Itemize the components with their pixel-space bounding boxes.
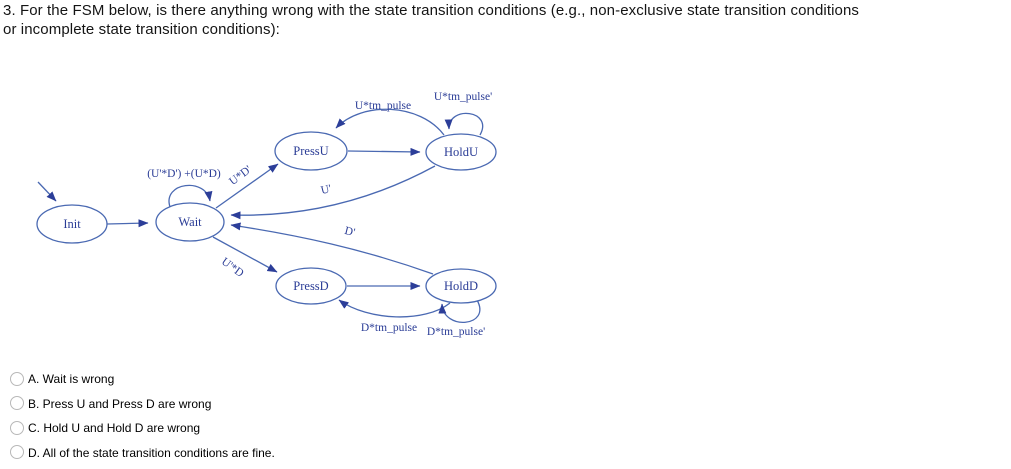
fsm-diagram-svg: Init Wait PressU HoldU PressD HoldD (U'*…: [36, 91, 497, 338]
radio-button-a[interactable]: [10, 371, 24, 386]
fsm-edge-holdu-to-pressu: [335, 108, 445, 136]
fsm-edge-label-holdd-to-wait: D': [343, 225, 356, 239]
fsm-edge-wait-to-pressd: [212, 236, 278, 273]
fsm-state-init-label: Init: [63, 217, 81, 231]
fsm-state-pressd-label: PressD: [293, 279, 328, 293]
radio-button-c[interactable]: [10, 420, 24, 435]
fsm-edge-wait-self-loop: [168, 184, 213, 208]
fsm-edge-wait-to-pressu: [215, 163, 279, 209]
answer-option-c[interactable]: C. Hold U and Hold D are wrong: [10, 420, 275, 435]
fsm-edge-holdu-to-wait: [230, 165, 436, 220]
question-line-1: 3. For the FSM below, is there anything …: [3, 2, 860, 19]
fsm-state-pressd: PressD: [275, 267, 347, 305]
fsm-state-pressu: PressU: [274, 131, 348, 171]
fsm-edge-label-holdu-to-wait: U': [320, 183, 333, 197]
option-label-a[interactable]: A. Wait is wrong: [28, 372, 115, 386]
fsm-state-init: Init: [36, 204, 108, 244]
fsm-edge-label-holdd-to-pressd: D*tm_pulse: [361, 322, 417, 334]
option-label-c[interactable]: C. Hold U and Hold D are wrong: [28, 421, 201, 435]
fsm-edge-init-to-wait: [106, 219, 149, 228]
fsm-edge-label-holdu-to-pressu: U*tm_pulse: [355, 100, 411, 112]
fsm-edge-holdu-self-loop: [444, 112, 484, 136]
fsm-state-pressu-label: PressU: [293, 144, 328, 158]
fsm-state-wait: Wait: [155, 202, 225, 242]
fsm-state-wait-label: Wait: [178, 215, 202, 229]
fsm-state-holdu: HoldU: [425, 133, 497, 171]
fsm-edge-label-holdd-self: D*tm_pulse': [427, 326, 485, 338]
fsm-edge-label-wait-to-pressd: U'*D: [219, 256, 246, 280]
answer-options: A. Wait is wrong B. Press U and Press D …: [10, 371, 275, 469]
answer-option-d[interactable]: D. All of the state transition condition…: [10, 445, 275, 460]
fsm-state-holdu-label: HoldU: [444, 145, 478, 159]
fsm-edge-label-wait-self: (U'*D') +(U*D): [147, 168, 221, 180]
fsm-diagram: Init Wait PressU HoldU PressD HoldD (U'*…: [25, 80, 515, 345]
answer-option-b[interactable]: B. Press U and Press D are wrong: [10, 396, 275, 411]
fsm-edge-holdd-to-wait: [230, 222, 434, 275]
option-label-b[interactable]: B. Press U and Press D are wrong: [28, 396, 212, 411]
answer-option-a[interactable]: A. Wait is wrong: [10, 371, 275, 386]
question-text: 3. For the FSM below, is there anything …: [3, 1, 859, 39]
radio-button-d[interactable]: [10, 445, 24, 459]
fsm-state-holdd-label: HoldD: [444, 279, 478, 293]
fsm-edge-pressu-to-holdu: [347, 147, 421, 156]
option-label-d[interactable]: D. All of the state transition condition…: [28, 445, 275, 460]
fsm-edge-holdd-self-loop: [438, 299, 481, 324]
radio-button-b[interactable]: [10, 396, 24, 410]
fsm-edge-holdd-to-pressd: [338, 299, 451, 318]
question-line-2: or incomplete state transition condition…: [3, 21, 280, 38]
fsm-state-holdd: HoldD: [425, 268, 497, 304]
fsm-edge-entry-arrow: [37, 181, 57, 202]
fsm-edge-label-holdu-self: U*tm_pulse': [434, 91, 492, 103]
